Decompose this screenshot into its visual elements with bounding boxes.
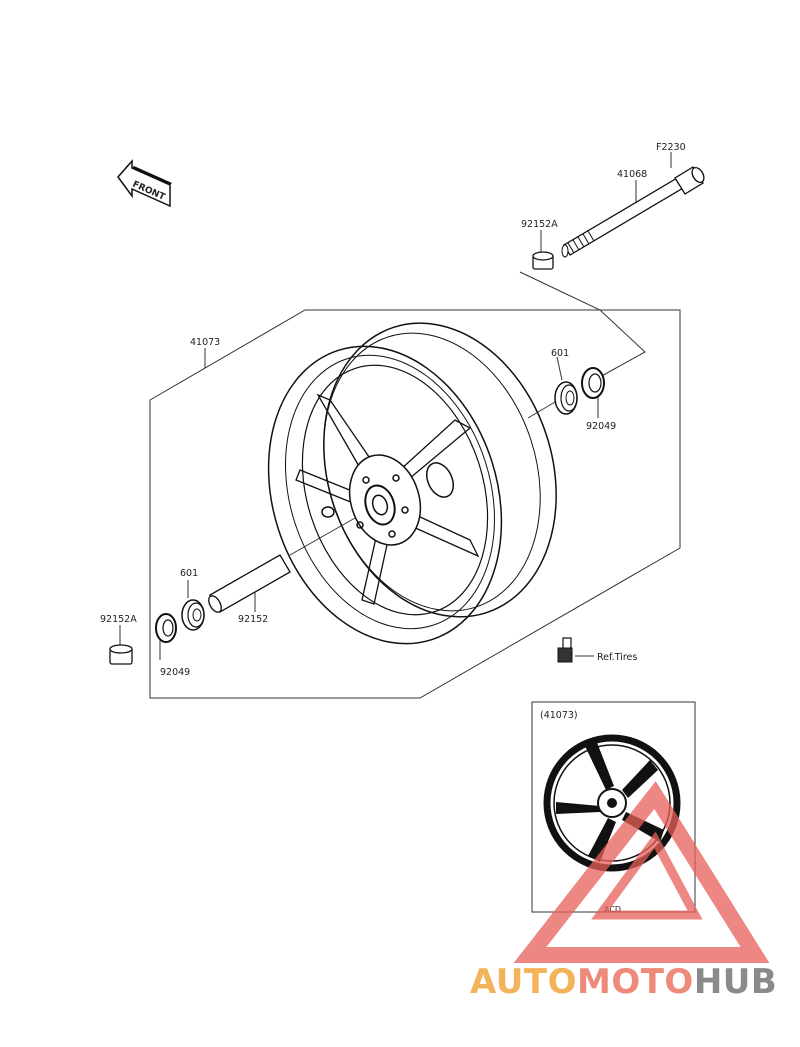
collar-left-label: 92152A	[100, 614, 137, 625]
seal-right-label: 92049	[586, 421, 616, 432]
seal-right-part	[581, 367, 605, 399]
bearing-left-label: 601	[180, 568, 198, 579]
ref-code-label: F2230	[656, 142, 686, 153]
brand-moto: MOTO	[576, 962, 694, 1002]
collar-top-part	[532, 251, 554, 270]
brand-auto: AUTO	[470, 962, 577, 1002]
ref-tires-label: Ref.Tires	[597, 652, 637, 663]
seal-left-label: 92049	[160, 667, 190, 678]
inset-wheel-drawing	[543, 734, 681, 872]
brand-hub: HUB	[693, 962, 778, 1002]
bearing-left-part	[181, 599, 205, 631]
spacer-label: 92152	[238, 614, 268, 625]
collar-top-label: 92152A	[521, 219, 558, 230]
watermark-logo-icon	[513, 781, 770, 963]
wheel-assy-label: 41073	[190, 337, 220, 348]
seal-left-part	[155, 613, 177, 643]
leader-lines	[119, 152, 672, 660]
axle-part	[561, 166, 705, 258]
bearing-right-part	[554, 381, 578, 415]
wheel-assembly-box	[149, 309, 681, 699]
watermark-brand: AUTOMOTOHUB	[470, 962, 800, 1002]
inset-code: ACD	[604, 905, 621, 914]
valve-part	[557, 637, 573, 663]
axle-label: 41068	[617, 169, 647, 180]
collar-left-part	[109, 644, 133, 665]
bearing-right-label: 601	[551, 348, 569, 359]
inset-title: (41073)	[540, 710, 578, 721]
front-arrow-icon: FRONT	[117, 159, 172, 208]
front-wheel-drawing	[267, 322, 557, 645]
spacer-part	[208, 554, 291, 613]
